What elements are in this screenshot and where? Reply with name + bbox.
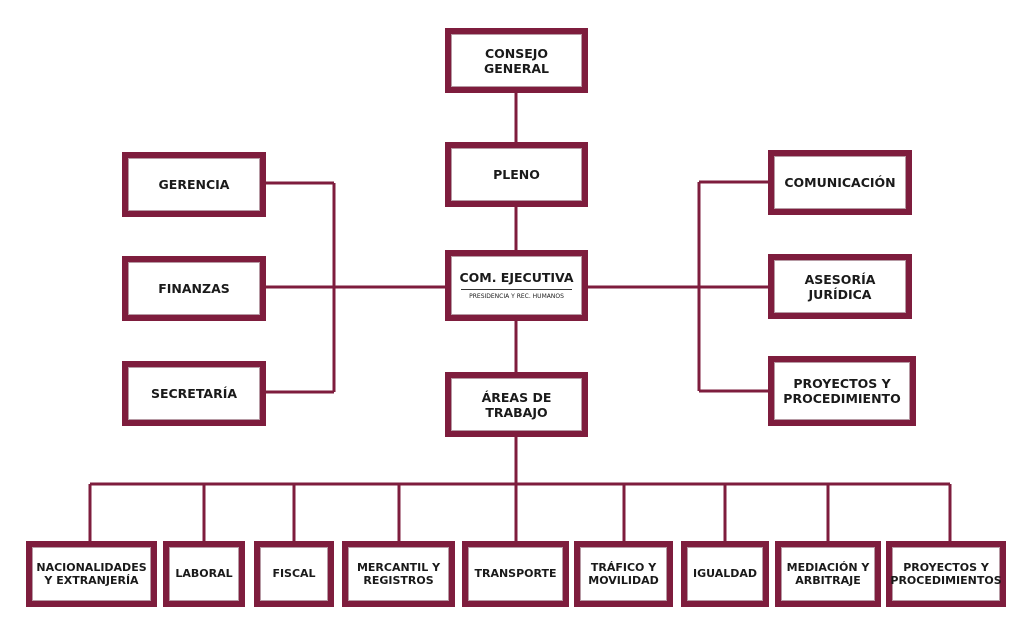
node-areas-de-trabajo-label: ÁREAS DE TRABAJO <box>481 389 552 420</box>
node-pleno-label: PLENO <box>493 167 540 182</box>
node-finanzas: FINANZAS <box>122 256 266 321</box>
node-gerencia-label: GERENCIA <box>158 177 230 192</box>
node-nacionalidades-label: NACIONALIDADES Y EXTRANJERÍA <box>36 560 147 587</box>
node-trafico-label: TRÁFICO Y MOVILIDAD <box>588 560 659 587</box>
node-com-ejecutiva-label: COM. EJECUTIVA <box>459 270 574 286</box>
node-comunicacion: COMUNICACIÓN <box>768 150 912 215</box>
node-pleno: PLENO <box>445 142 588 207</box>
node-comunicacion-label: COMUNICACIÓN <box>784 175 896 190</box>
node-mediacion: MEDIACIÓN Y ARBITRAJE <box>775 541 881 607</box>
node-fiscal: FISCAL <box>254 541 334 607</box>
node-mediacion-label: MEDIACIÓN Y ARBITRAJE <box>786 560 870 587</box>
node-proyectos-procedimiento-label: PROYECTOS Y PROCEDIMIENTO <box>783 376 901 406</box>
node-nacionalidades: NACIONALIDADES Y EXTRANJERÍA <box>26 541 157 607</box>
node-proyectos-procedimientos-label: PROYECTOS Y PROCEDIMIENTOS <box>890 560 1002 587</box>
node-gerencia: GERENCIA <box>122 152 266 217</box>
node-areas-de-trabajo: ÁREAS DE TRABAJO <box>445 372 588 437</box>
node-secretaria: SECRETARÍA <box>122 361 266 426</box>
node-proyectos-procedimientos: PROYECTOS Y PROCEDIMIENTOS <box>886 541 1006 607</box>
node-transporte: TRANSPORTE <box>462 541 569 607</box>
node-consejo-general: CONSEJO GENERAL <box>445 28 588 93</box>
node-igualdad-label: IGUALDAD <box>692 567 757 581</box>
node-trafico: TRÁFICO Y MOVILIDAD <box>574 541 673 607</box>
node-transporte-label: TRANSPORTE <box>474 567 557 581</box>
node-com-ejecutiva: COM. EJECUTIVA PRESIDENCIA Y REC. HUMANO… <box>445 250 588 321</box>
node-asesoria-juridica: ASESORÍA JURÍDICA <box>768 254 912 319</box>
node-fiscal-label: FISCAL <box>272 567 316 581</box>
node-asesoria-juridica-label: ASESORÍA JURÍDICA <box>804 271 876 302</box>
node-laboral: LABORAL <box>163 541 245 607</box>
node-mercantil-label: MERCANTIL Y REGISTROS <box>356 560 441 587</box>
node-igualdad: IGUALDAD <box>681 541 769 607</box>
node-consejo-general-label: CONSEJO GENERAL <box>483 45 550 76</box>
node-mercantil: MERCANTIL Y REGISTROS <box>342 541 455 607</box>
node-laboral-label: LABORAL <box>175 567 233 581</box>
node-secretaria-label: SECRETARÍA <box>150 386 238 401</box>
node-com-ejecutiva-sublabel: PRESIDENCIA Y REC. HUMANOS <box>461 289 572 300</box>
node-finanzas-label: FINANZAS <box>158 281 230 296</box>
node-proyectos-procedimiento: PROYECTOS Y PROCEDIMIENTO <box>768 356 916 426</box>
